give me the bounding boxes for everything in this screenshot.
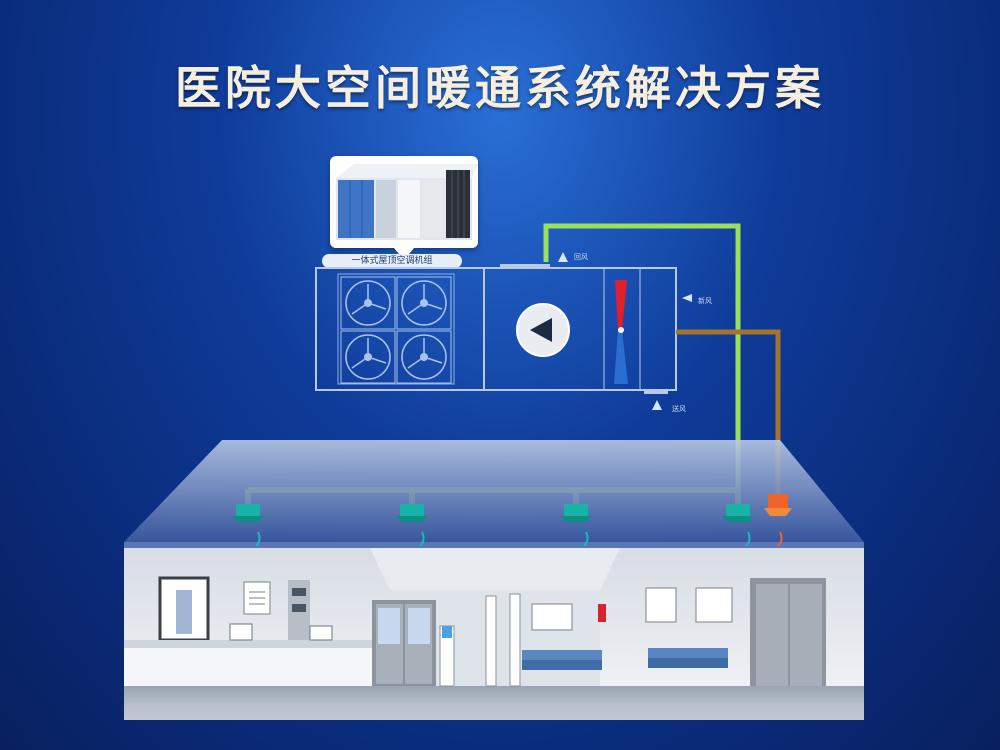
heat-exchanger-coil xyxy=(614,280,628,384)
page-title: 医院大空间暖通系统解决方案 xyxy=(175,61,825,115)
building-roof xyxy=(124,440,864,548)
condenser-fan-1 xyxy=(340,276,396,330)
blower-fan xyxy=(516,303,570,357)
unit-label: 一体式屋顶空调机组 xyxy=(322,254,462,268)
condenser-fan-4 xyxy=(396,330,452,384)
unit-schematic xyxy=(315,252,692,410)
hospital-interior xyxy=(124,548,864,720)
right-inlet-label: 新风 xyxy=(698,297,712,305)
bottom-outlet-label: 送风 xyxy=(672,405,686,413)
rooftop-unit-photo xyxy=(330,156,478,260)
top-outlet-label: 回风 xyxy=(574,253,588,261)
condenser-fan-2 xyxy=(396,276,452,330)
condenser-fan-3 xyxy=(340,330,396,384)
air-diffusers xyxy=(232,494,792,547)
